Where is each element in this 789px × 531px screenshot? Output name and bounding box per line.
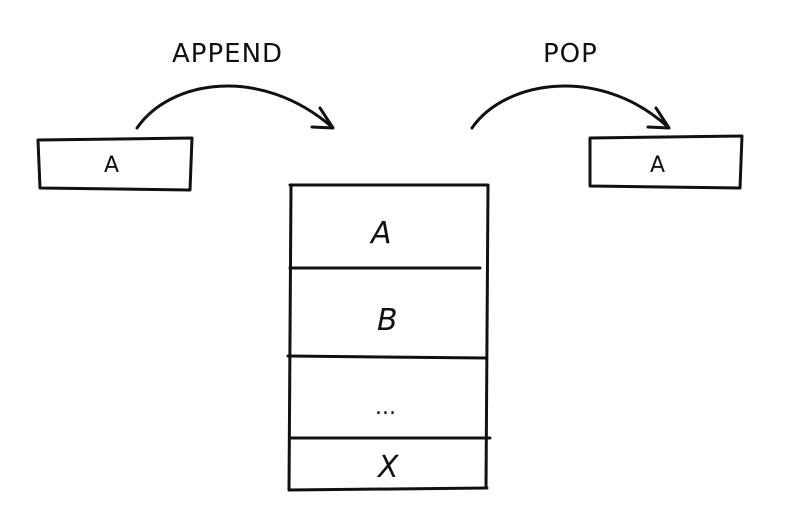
pop-arrowhead-icon bbox=[646, 106, 671, 130]
pop-label: POP bbox=[543, 39, 598, 69]
input-box: A bbox=[36, 136, 194, 192]
append-arrowhead-icon bbox=[310, 106, 335, 130]
pop-arrow bbox=[470, 84, 670, 130]
stack-cell-1: A bbox=[369, 216, 392, 251]
stack-cell-4: X bbox=[376, 450, 400, 485]
stack-cell-3: ... bbox=[375, 395, 396, 420]
stack-divider bbox=[286, 354, 488, 360]
stack: A B ... X bbox=[286, 183, 492, 492]
append-label: APPEND bbox=[172, 39, 283, 69]
append-arrow bbox=[135, 84, 334, 130]
input-box-value: A bbox=[104, 153, 119, 178]
output-box: A bbox=[588, 134, 744, 190]
output-box-value: A bbox=[650, 153, 665, 178]
stack-cell-2: B bbox=[377, 303, 398, 338]
